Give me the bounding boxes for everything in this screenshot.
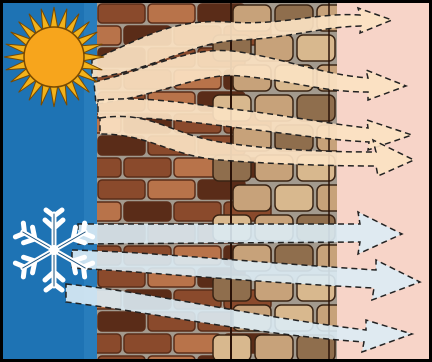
stone-block (233, 185, 271, 211)
brick (98, 180, 145, 199)
brick (124, 158, 171, 177)
stone-block (255, 335, 293, 361)
stone-block (275, 185, 313, 211)
brick (124, 202, 171, 221)
brick (148, 4, 195, 23)
interior-side (337, 3, 429, 359)
brick (98, 312, 145, 331)
brick (124, 334, 171, 353)
sun-icon (4, 7, 104, 107)
brick (98, 136, 145, 155)
brick (148, 180, 195, 199)
brick (98, 4, 145, 23)
